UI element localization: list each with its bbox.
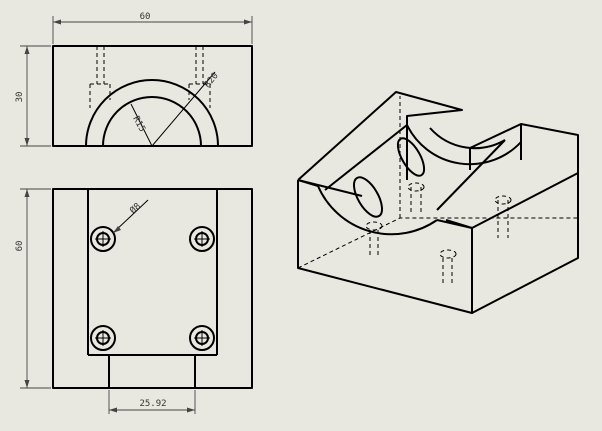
- iso-saddle-edge-right: [436, 139, 506, 211]
- hole-top-right: [189, 226, 215, 252]
- iso-saddle-inner: [429, 127, 506, 150]
- height-arrow-bottom: [24, 138, 30, 146]
- hole-bottom-left: [90, 325, 116, 351]
- iso-hidden-bolt-head-4: [439, 249, 457, 259]
- iso-counterbore-front-left: [353, 176, 383, 218]
- iso-left-block-top: [297, 91, 473, 314]
- height-arrow-top: [24, 46, 30, 54]
- front-outer-arc: [85, 79, 219, 147]
- width-arrow-right: [244, 19, 252, 25]
- front-hidden-hole-left: [89, 46, 111, 108]
- r20-dim-label: R20: [203, 71, 221, 90]
- front-inner-arc: [102, 96, 202, 147]
- slot-arrow-left: [109, 407, 117, 413]
- iso-hidden-bolt-shank-2: [497, 200, 509, 238]
- hole-bottom-right: [189, 325, 215, 351]
- front-hidden-hole-right: [188, 46, 211, 108]
- top-height-dim-label: 60: [15, 241, 25, 252]
- diameter-arrow: [113, 226, 121, 233]
- slot-dim-label: 25.92: [139, 399, 166, 409]
- height-dim-label: 30: [15, 92, 25, 103]
- top-height-arrow-bottom: [24, 380, 30, 388]
- hole-top-left: [90, 226, 116, 252]
- top-height-arrow-top: [24, 189, 30, 197]
- iso-counterbore-back-left: [396, 137, 426, 177]
- iso-hidden-back-edges: [297, 96, 578, 269]
- front-view-outline: [52, 45, 253, 147]
- iso-right-face: [471, 173, 579, 314]
- r20-leader: [151, 71, 216, 147]
- iso-right-block: [520, 124, 579, 173]
- iso-hidden-bolt-head-1: [407, 182, 425, 192]
- isometric-view: [297, 91, 579, 314]
- top-view: Ø8 60 25.92: [15, 188, 253, 414]
- r15-leader: [130, 103, 153, 147]
- width-arrow-left: [53, 19, 61, 25]
- diameter-dim-label: Ø8: [128, 201, 143, 216]
- iso-front-saddle-outer: [297, 179, 438, 236]
- front-view: R15 R20 60 30: [15, 12, 253, 147]
- iso-hidden-bolt-head-3: [365, 221, 383, 231]
- iso-hidden-bolt-head-2: [494, 195, 512, 205]
- width-dim-label: 60: [140, 12, 151, 22]
- iso-edges: [297, 123, 579, 229]
- iso-hidden-holes-front: [369, 230, 453, 284]
- iso-saddle-edge-left: [324, 124, 408, 191]
- slot-arrow-right: [187, 407, 195, 413]
- top-view-outline: [52, 188, 253, 389]
- iso-back-saddle: [406, 116, 522, 166]
